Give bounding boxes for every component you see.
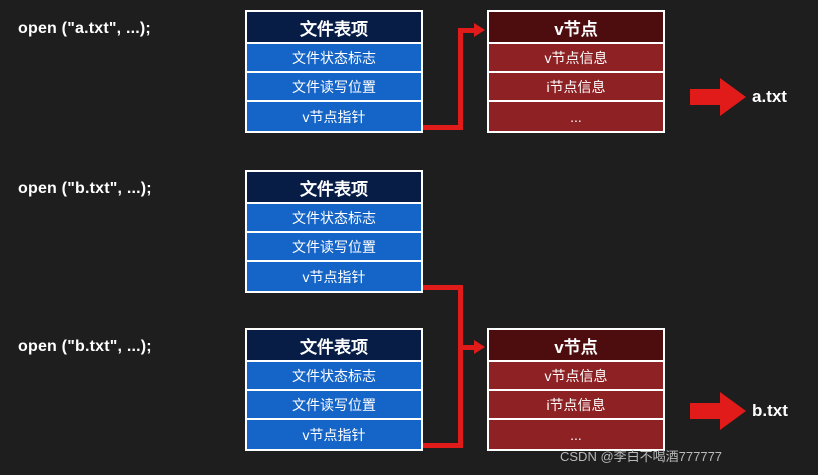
vnode-info-row-2: v节点信息: [489, 362, 663, 391]
inode-info-row-1: i节点信息: [489, 73, 663, 102]
connector-3-horizontal: [423, 443, 463, 448]
open-call-label-2: open ("b.txt", ...);: [18, 180, 152, 197]
connector-23-branch: [458, 345, 476, 350]
open-call-label-1: open ("a.txt", ...);: [18, 20, 151, 37]
file-status-flags-row-2: 文件状态标志: [247, 204, 421, 233]
connector-1-vertical: [458, 28, 463, 130]
result-arrow-icon-2: [690, 392, 746, 430]
file-offset-row-1: 文件读写位置: [247, 73, 421, 102]
vnode-pointer-row-2: v节点指针: [247, 262, 421, 291]
vnode-title-2: v节点: [489, 330, 663, 362]
watermark-text: CSDN @李白不喝酒777777: [560, 449, 723, 464]
vnode-ellipsis-row-2: ...: [489, 420, 663, 449]
file-offset-row-3: 文件读写位置: [247, 391, 421, 420]
file-offset-row-2: 文件读写位置: [247, 233, 421, 262]
vnode-title-1: v节点: [489, 12, 663, 44]
inode-info-row-2: i节点信息: [489, 391, 663, 420]
vnode-ellipsis-row-1: ...: [489, 102, 663, 131]
connector-23-arrowhead-icon: [474, 340, 485, 354]
vnode-block-2: v节点 v节点信息 i节点信息 ...: [487, 328, 665, 451]
vnode-info-row-1: v节点信息: [489, 44, 663, 73]
vnode-pointer-row-1: v节点指针: [247, 102, 421, 131]
file-table-title-1: 文件表项: [247, 12, 421, 44]
connector-1-horizontal-upper: [458, 28, 476, 33]
file-table-title-2: 文件表项: [247, 172, 421, 204]
vnode-block-1: v节点 v节点信息 i节点信息 ...: [487, 10, 665, 133]
connector-1-horizontal-lower: [423, 125, 463, 130]
result-arrow-icon-1: [690, 78, 746, 116]
connector-23-vertical: [458, 285, 463, 448]
result-filename-1: a.txt: [752, 87, 787, 106]
file-status-flags-row-3: 文件状态标志: [247, 362, 421, 391]
file-table-title-3: 文件表项: [247, 330, 421, 362]
connector-2-horizontal: [423, 285, 463, 290]
file-table-entry-3: 文件表项 文件状态标志 文件读写位置 v节点指针: [245, 328, 423, 451]
file-status-flags-row-1: 文件状态标志: [247, 44, 421, 73]
file-table-entry-1: 文件表项 文件状态标志 文件读写位置 v节点指针: [245, 10, 423, 133]
result-filename-2: b.txt: [752, 401, 788, 420]
file-table-entry-2: 文件表项 文件状态标志 文件读写位置 v节点指针: [245, 170, 423, 293]
open-call-label-3: open ("b.txt", ...);: [18, 338, 152, 355]
vnode-pointer-row-3: v节点指针: [247, 420, 421, 449]
connector-1-arrowhead-icon: [474, 23, 485, 37]
